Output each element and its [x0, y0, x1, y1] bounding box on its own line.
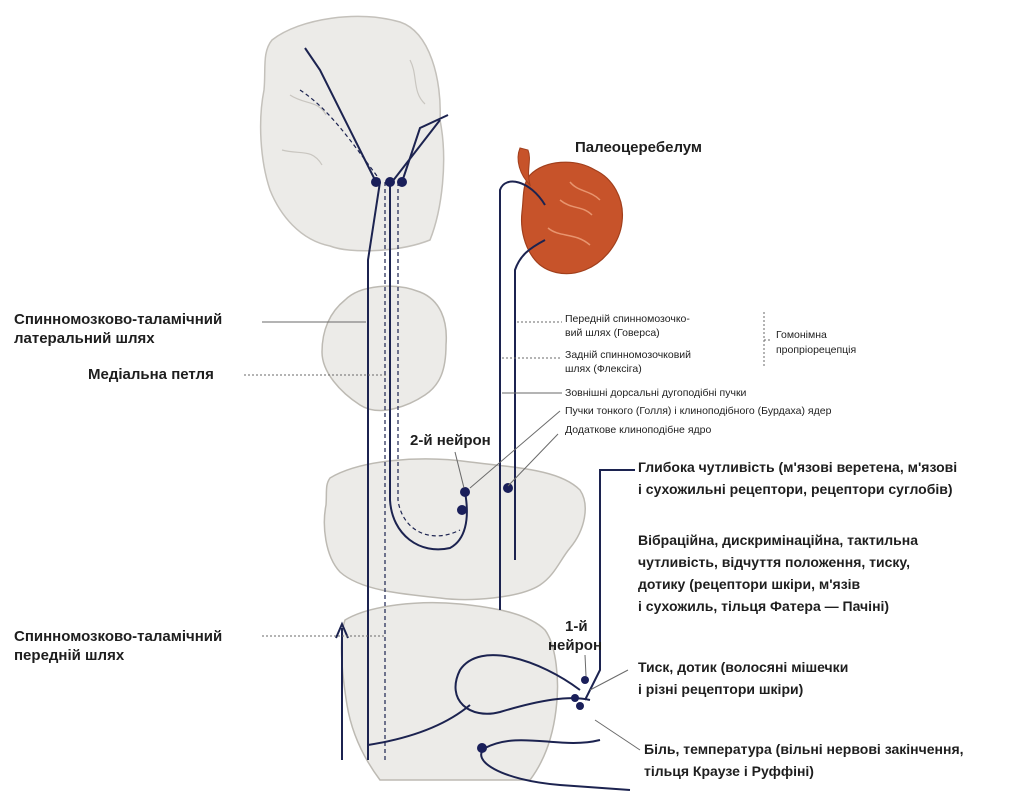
neuron-dot-spinal-4: [477, 743, 487, 753]
label-second-neuron: 2-й нейрон: [410, 431, 491, 451]
homonymous-bracket: [764, 312, 772, 368]
label-pressure-1: Тиск, дотик (волосяні мішечки: [638, 656, 848, 678]
label-gowers-2: вий шлях (Говерса): [565, 326, 660, 340]
label-flechsig-2: шлях (Флексіга): [565, 362, 642, 376]
label-vibration-1: Вібраційна, дискримінаційна, тактильна: [638, 529, 918, 551]
label-anterior-spinothalamic-2: передній шлях: [14, 646, 124, 666]
neuron-dot-thalamus-1: [371, 177, 381, 187]
label-vibration-4: і сухожиль, тільця Фатера — Пачіні): [638, 595, 889, 617]
label-vibration-3: дотику (рецептори шкіри, м'язів: [638, 573, 860, 595]
neuron-dot-medulla-2: [457, 505, 467, 515]
label-gowers-1: Передній спинномозочко-: [565, 312, 690, 326]
label-deep-sensitivity-2: і сухожильні рецептори, рецептори суглоб…: [638, 478, 953, 500]
neuron-dot-spinal-2: [571, 694, 579, 702]
label-first-neuron-2: нейрон: [548, 636, 602, 656]
neuron-dot-thalamus-2: [385, 177, 395, 187]
neuron-dot-accessory-cuneate: [503, 483, 513, 493]
label-homonymous-1: Гомонімна: [776, 328, 827, 342]
label-deep-sensitivity-1: Глибока чутливість (м'язові веретена, м'…: [638, 456, 957, 478]
neuron-dot-spinal-3: [576, 702, 584, 710]
label-pain-2: тільця Краузе і Руффіні): [644, 760, 814, 782]
label-external-arcuate: Зовнішні дорсальні дугоподібні пучки: [565, 386, 746, 400]
label-pain-1: Біль, температура (вільні нервові закінч…: [644, 738, 964, 760]
leader-pain: [595, 720, 640, 750]
label-anterior-spinothalamic-1: Спинномозково-таламічний: [14, 627, 222, 647]
label-goll-burdach: Пучки тонкого (Голля) і клиноподібного (…: [565, 404, 831, 418]
paleocerebellum-shape: [518, 148, 622, 274]
label-pressure-2: і різні рецептори шкіри): [638, 678, 803, 700]
neuron-dot-thalamus-3: [397, 177, 407, 187]
deep-sensitivity-fiber: [585, 470, 635, 700]
label-accessory-cuneate: Додаткове клиноподібне ядро: [565, 423, 711, 437]
label-first-neuron-1: 1-й: [565, 617, 588, 637]
label-medial-lemniscus: Медіальна петля: [88, 365, 214, 385]
spinal-cord-section: [341, 603, 557, 780]
neuron-dot-spinal-1: [581, 676, 589, 684]
label-paleocerebellum: Палеоцеребелум: [575, 138, 702, 158]
label-flechsig-1: Задній спинномозочковий: [565, 348, 691, 362]
medulla-section: [324, 459, 585, 600]
label-homonymous-2: пропріорецепція: [776, 343, 856, 357]
label-vibration-2: чутливість, відчуття положення, тиску,: [638, 551, 910, 573]
label-lateral-spinothalamic-2: латеральний шлях: [14, 329, 155, 349]
neuron-dot-medulla-1: [460, 487, 470, 497]
leader-first-neuron: [585, 655, 586, 676]
brainstem-upper-section: [322, 286, 446, 410]
label-lateral-spinothalamic-1: Спинномозково-таламічний: [14, 310, 222, 330]
